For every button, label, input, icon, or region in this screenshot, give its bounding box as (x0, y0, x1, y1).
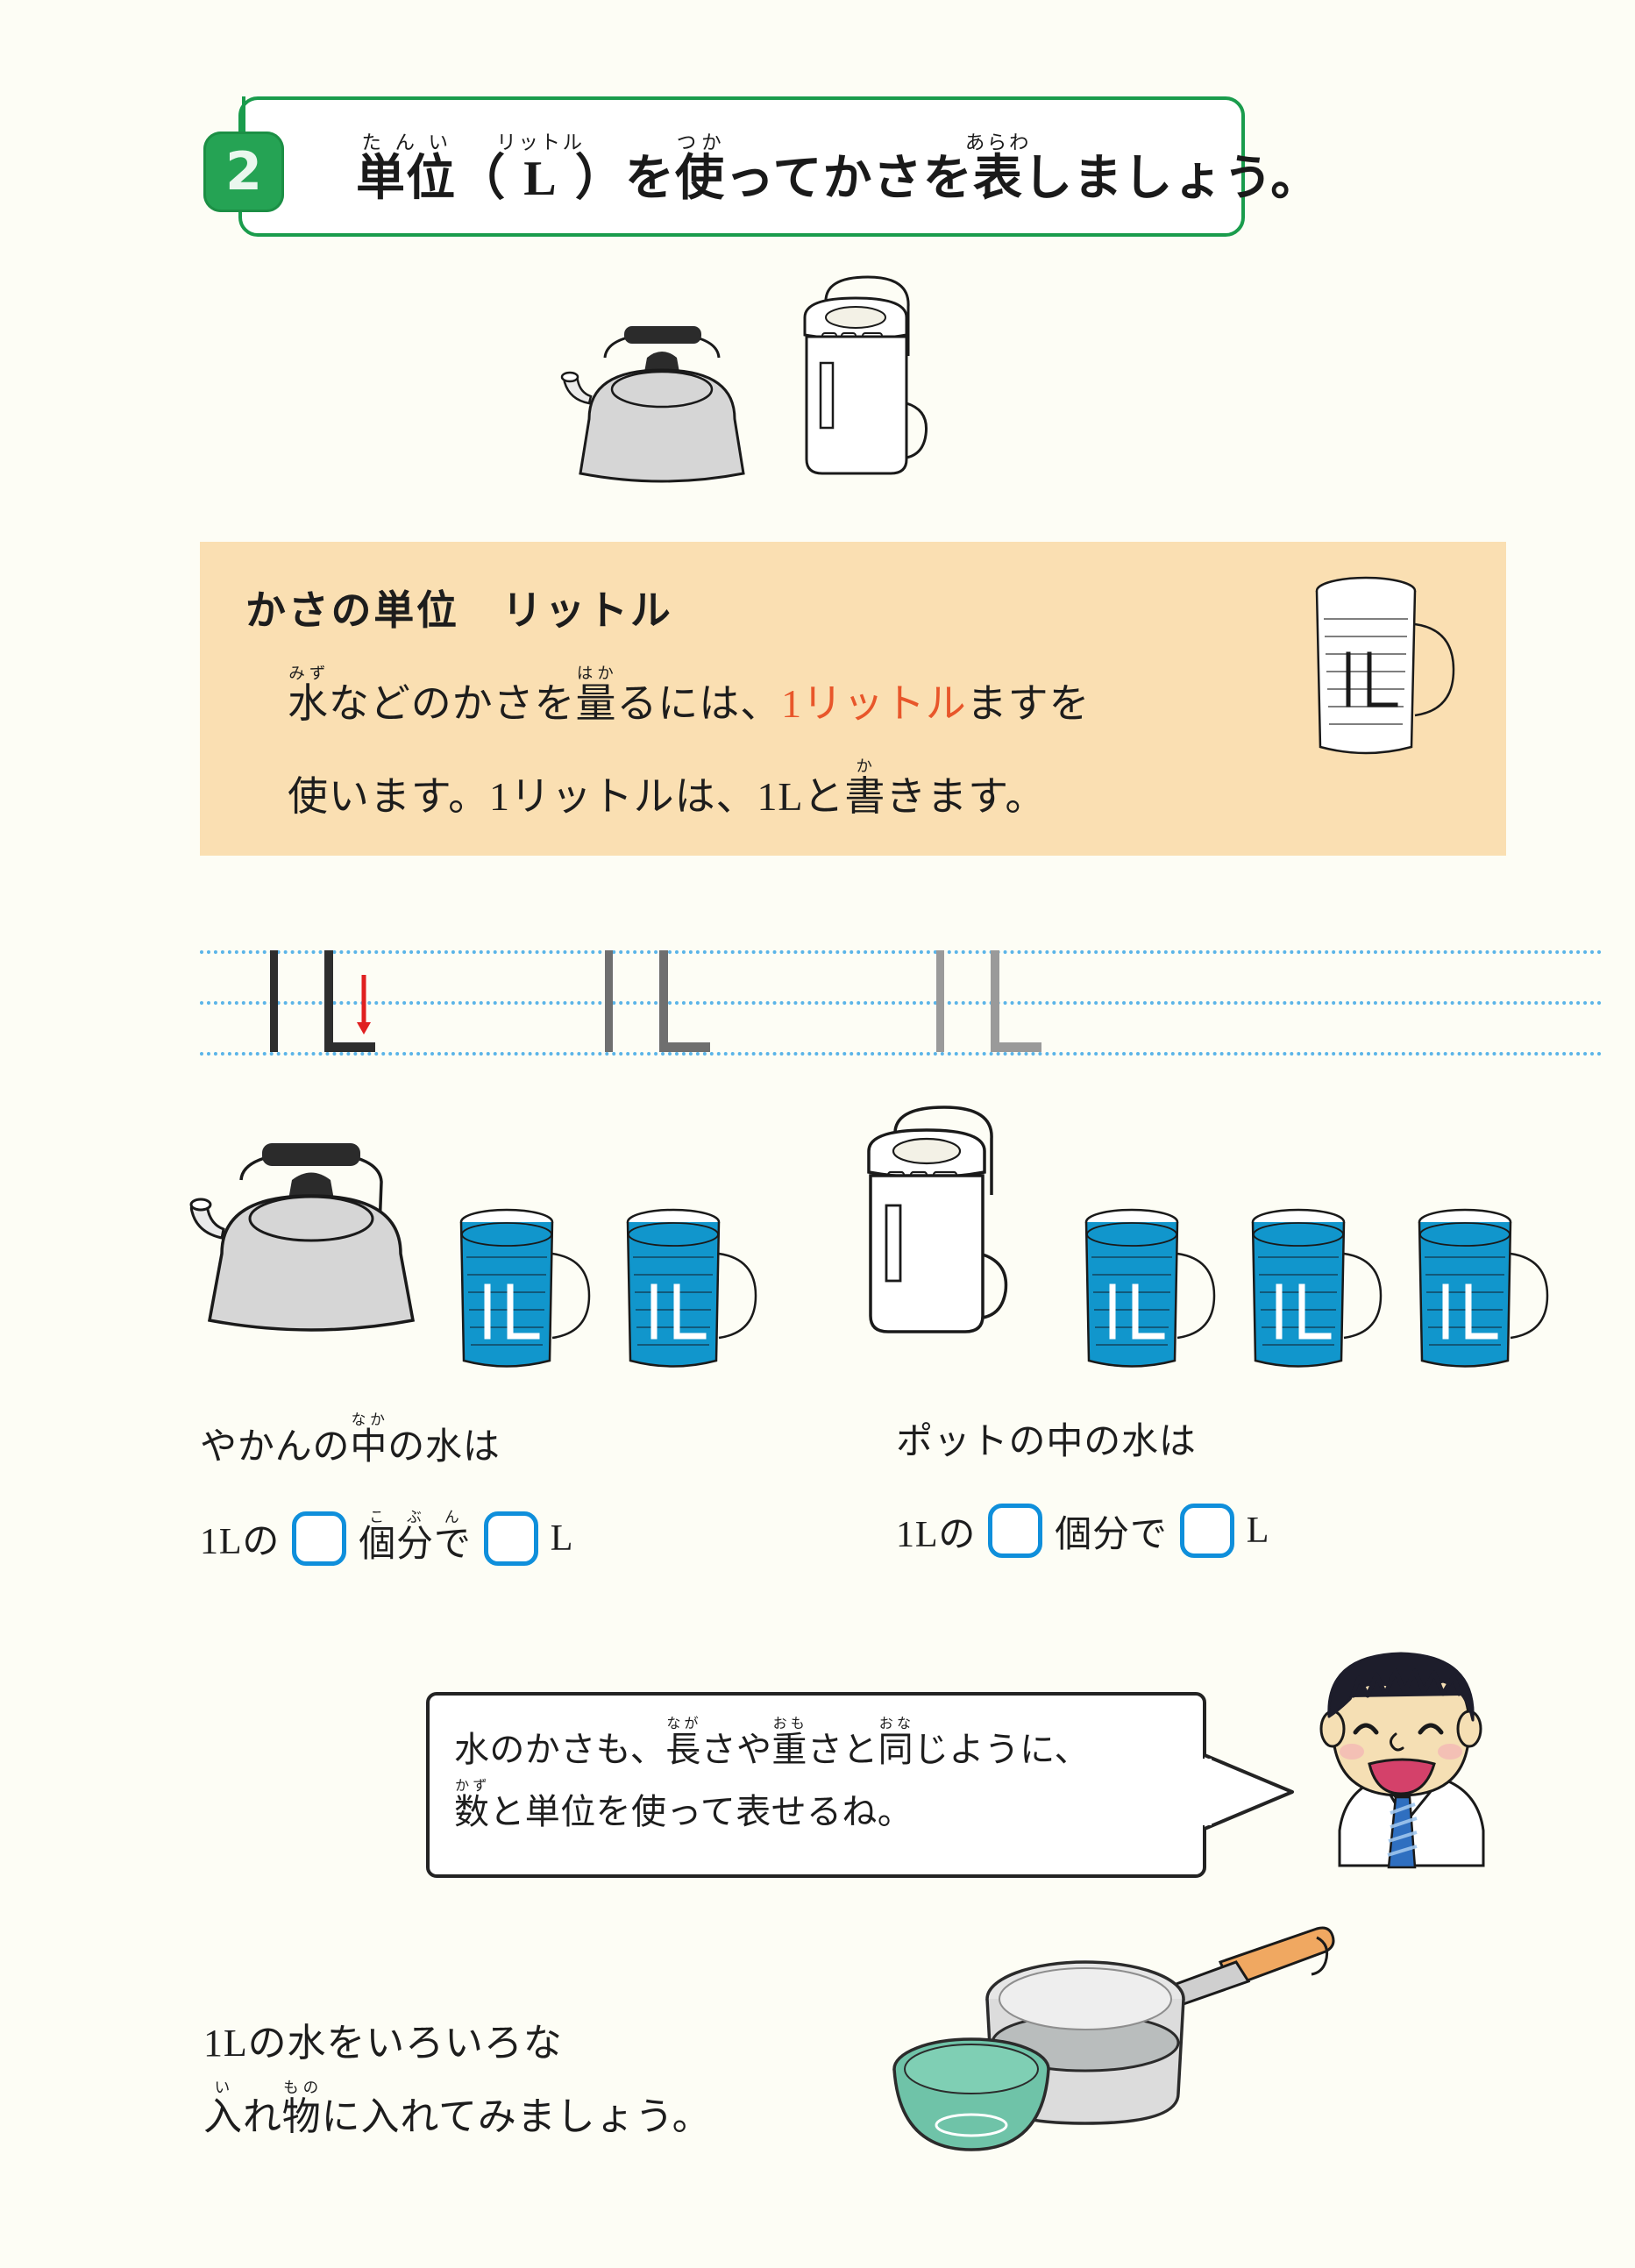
measuring-cups-group-kettle (449, 1203, 763, 1378)
guide-line-top (200, 950, 1603, 954)
boy-character-illustration (1297, 1641, 1499, 1904)
measuring-cup-illustration (1303, 570, 1461, 771)
answer-unit-label: 個分で (1055, 1514, 1168, 1555)
cookware-illustration (885, 1911, 1429, 2200)
closing-line-1: 1Lの水をいろいろな (203, 2022, 563, 2065)
answer-prefix: 1Lの (896, 1514, 977, 1555)
bowl-icon (892, 2037, 1050, 2151)
handwriting-practice-strip (200, 938, 1603, 1061)
section-header: 単位たんい（Lリットル）を使つかってかさを表あらわしましょう。 2 (203, 96, 1319, 237)
measuring-cups-group-pot (1074, 1203, 1554, 1378)
kettle-answer-line: 1Lの 個分でこぶん L (200, 1509, 573, 1568)
pot-question-block: ポットの中の水は 1Lの 個分で L (896, 1411, 1269, 1558)
section-number-badge: 2 (203, 132, 284, 212)
answer-prefix: 1Lの (200, 1522, 281, 1562)
speech-bubble-tail (1203, 1753, 1308, 1850)
practice-glyph-1 (270, 950, 445, 1056)
speech-line-2: 数かずと単位を使って表せるね。 (454, 1778, 913, 1831)
filled-cup (459, 1208, 591, 1368)
answer-unit-label: 個分でこぶん (359, 1509, 472, 1565)
speech-line-1: 水のかさも、長ながさや重おもさと同おなじように、 (454, 1717, 1090, 1769)
kettle-question-block: やかんの中なかの水は 1Lの 個分でこぶん L (200, 1411, 573, 1568)
badge-connector-line (242, 96, 245, 142)
filled-cup (1251, 1208, 1383, 1368)
filled-cup (1418, 1208, 1549, 1368)
practice-glyph-2 (605, 950, 780, 1056)
closing-instruction: 1Lの水をいろいろな 入いれ物ものに入れてみましょう。 (203, 2008, 712, 2153)
pot-question-title: ポットの中の水は (896, 1422, 1197, 1462)
answer-blank-count[interactable] (292, 1511, 347, 1566)
closing-line-2: 入いれ物ものに入れてみましょう。 (203, 2079, 712, 2139)
answer-blank-count[interactable] (988, 1504, 1043, 1558)
kettle-illustration-comparison (171, 1131, 451, 1350)
header-box: 単位たんい（Lリットル）を使つかってかさを表あらわしましょう。 (238, 96, 1319, 237)
answer-blank-volume[interactable] (1179, 1504, 1234, 1558)
speech-bubble-text: 水のかさも、長ながさや重おもさと同おなじように、 数かずと単位を使って表せるね。 (454, 1717, 1090, 1841)
guide-line-middle (200, 1001, 1603, 1005)
definition-title: かさの単位 リットル (245, 588, 673, 633)
header-text-area: 単位たんい（Lリットル）を使つかってかさを表あらわしましょう。 (356, 116, 1319, 224)
definition-line-2: 使います。1リットルは、1Lと書かきます。 (288, 757, 1047, 819)
definition-line-1: 水みずなどのかさを量はかるには、1リットルますを (288, 665, 1091, 726)
pot-answer-line: 1Lの 個分で L (896, 1504, 1269, 1558)
kettle-question-title: やかんの中なかの水は (200, 1411, 501, 1468)
speech-bubble: 水のかさも、長ながさや重おもさと同おなじように、 数かずと単位を使って表せるね。 (426, 1692, 1206, 1878)
practice-glyph-3 (936, 950, 1112, 1056)
kettle-illustration-top (544, 316, 780, 500)
filled-cup (1084, 1208, 1216, 1368)
electric-pot-illustration-comparison (837, 1100, 1039, 1363)
answer-unit-suffix: L (1246, 1511, 1270, 1551)
definition-box: かさの単位 リットル 水みずなどのかさを量はかるには、1リットルますを 使います… (200, 542, 1506, 856)
accent-term: 1リットル (781, 681, 967, 726)
guide-line-bottom (200, 1052, 1603, 1056)
electric-pot-illustration-top (771, 272, 947, 500)
page-title: 単位たんい（Lリットル）を使つかってかさを表あらわしましょう。 (356, 131, 1321, 206)
answer-blank-volume[interactable] (483, 1511, 538, 1566)
filled-cup (626, 1208, 757, 1368)
answer-unit-suffix: L (550, 1518, 574, 1559)
